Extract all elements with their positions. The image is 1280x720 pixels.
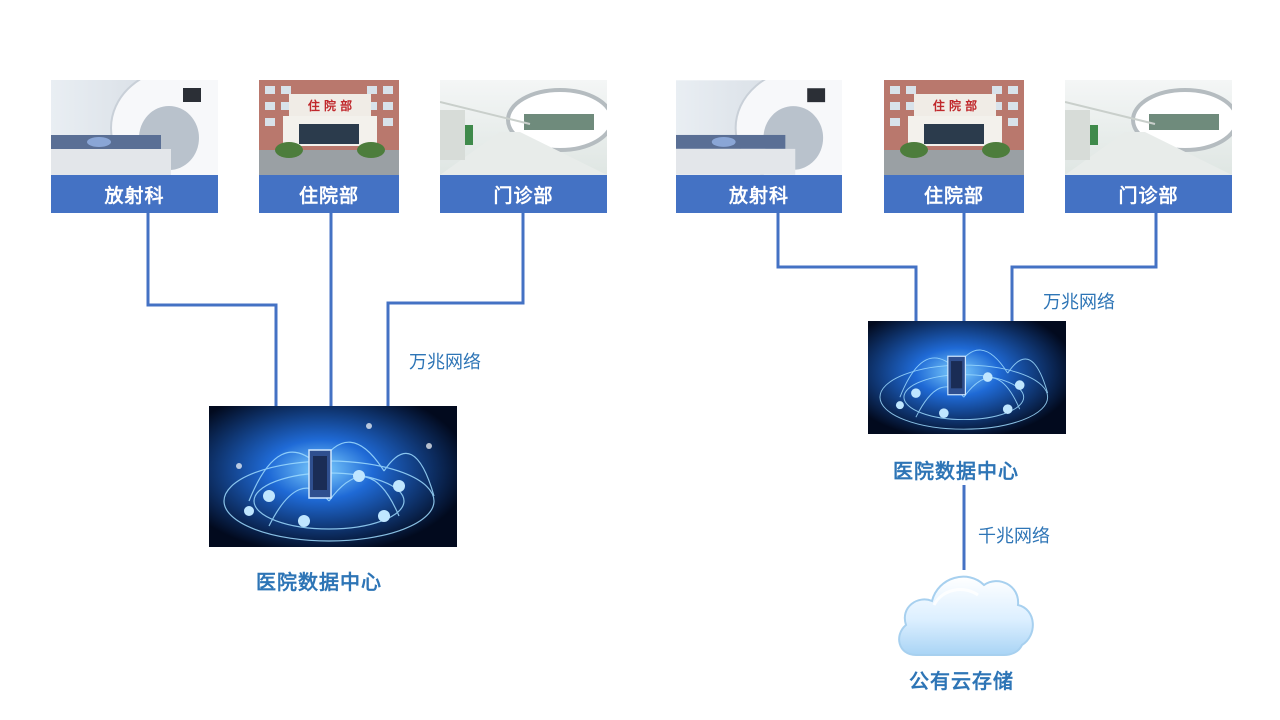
- line-outpatient-left: [386, 213, 525, 407]
- svg-text:住 院 部: 住 院 部: [933, 98, 977, 113]
- dept-label-outpatient: 门诊部: [1065, 175, 1232, 213]
- outpatient-hall-photo: [440, 80, 607, 175]
- outpatient-hall-photo: [1065, 80, 1232, 175]
- datacenter-label: 医院数据中心: [256, 570, 382, 594]
- network-label-10g: 万兆网络: [409, 352, 481, 373]
- ct-scanner-photo: [676, 80, 842, 175]
- network-label-10g: 万兆网络: [1043, 292, 1115, 313]
- ct-scanner-photo: [51, 80, 218, 175]
- line-radiology-right: [776, 213, 918, 322]
- dept-label-radiology: 放射科: [51, 175, 218, 213]
- network-label-1g: 千兆网络: [978, 526, 1050, 547]
- inpatient-building-photo: 住 院 部: [884, 80, 1024, 175]
- dept-label-inpatient: 住院部: [884, 175, 1024, 213]
- cloud-storage-label: 公有云存储: [909, 669, 1014, 693]
- cloud-icon: [894, 565, 1038, 660]
- dept-label-outpatient: 门诊部: [440, 175, 607, 213]
- line-outpatient-right: [1010, 213, 1158, 322]
- svg-text:住 院 部: 住 院 部: [308, 98, 352, 113]
- datacenter-image: [209, 406, 457, 547]
- datacenter-image: [868, 321, 1066, 434]
- line-radiology-left: [146, 213, 278, 407]
- inpatient-building-photo: 住 院 部: [259, 80, 399, 175]
- datacenter-label: 医院数据中心: [893, 459, 1019, 483]
- dept-label-radiology: 放射科: [676, 175, 842, 213]
- dept-label-inpatient: 住院部: [259, 175, 399, 213]
